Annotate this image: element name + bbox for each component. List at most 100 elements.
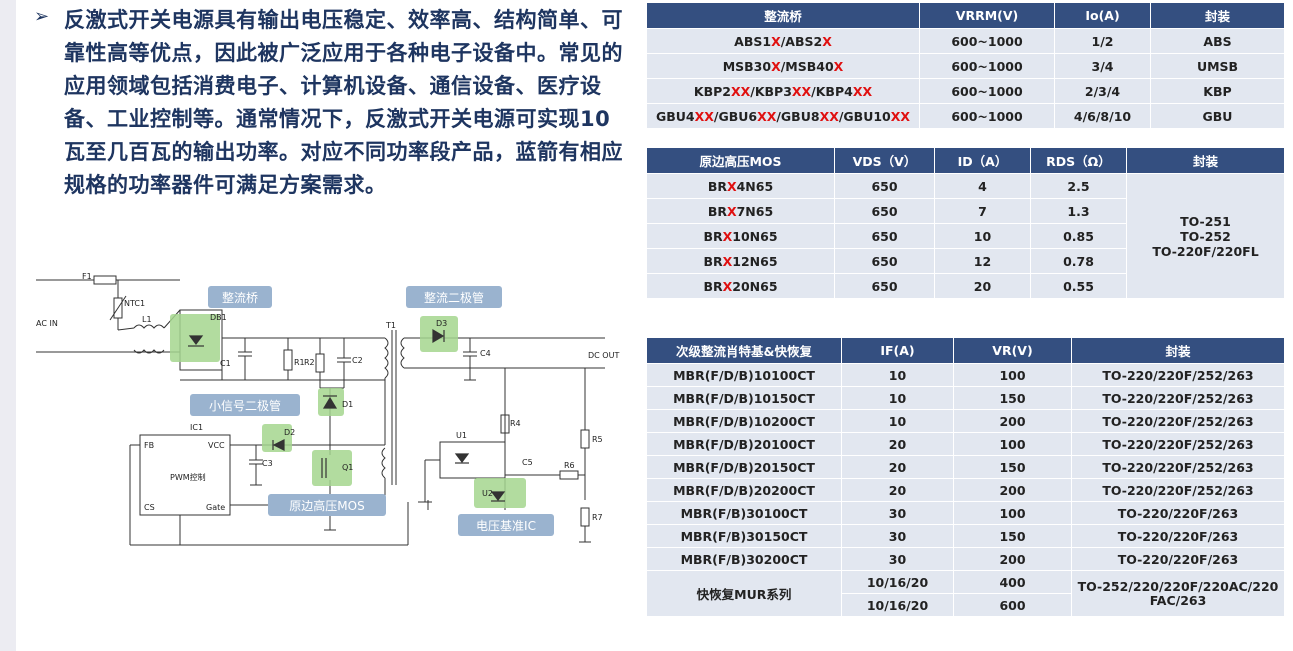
svg-text:R7: R7 (592, 513, 603, 522)
io-cell: 2/3/4 (1054, 78, 1151, 104)
rds-cell: 2.5 (1030, 173, 1127, 199)
col-header: 封装 (1126, 147, 1285, 174)
if-cell: 30 (841, 524, 954, 548)
vrrm-cell: 600~1000 (919, 28, 1055, 54)
if-cell: 10 (841, 409, 954, 433)
vr-cell: 200 (953, 409, 1072, 433)
svg-text:D2: D2 (284, 428, 295, 437)
rds-cell: 0.85 (1030, 223, 1127, 249)
vds-cell: 650 (834, 223, 935, 249)
svg-text:R2: R2 (304, 358, 315, 367)
part-variant-mark: XX (757, 108, 777, 124)
svg-text:C2: C2 (352, 356, 363, 365)
part-variant-mark: XX (791, 83, 812, 99)
vds-cell: 650 (834, 198, 935, 224)
vr-cell: 400 (953, 570, 1072, 594)
part-number-cell: MBR(F/D/B)20150CT (646, 455, 842, 479)
package-cell: UMSB (1150, 53, 1285, 79)
if-cell: 10 (841, 386, 954, 410)
callout-vref: 电压基准IC (476, 519, 536, 533)
part-text: BR (703, 278, 723, 294)
part-number-cell: 快恢复MUR系列 (646, 570, 842, 617)
id-cell: 7 (934, 198, 1031, 224)
part-text: GBU4 (655, 108, 695, 124)
part-text: BR (703, 253, 723, 269)
col-header: ID（A） (934, 147, 1031, 174)
part-text: 20N65 (732, 278, 778, 294)
part-number-cell: MBR(F/B)30200CT (646, 547, 842, 571)
svg-text:T1: T1 (385, 321, 396, 330)
col-header: 次级整流肖特基&快恢复 (646, 337, 842, 364)
if-cell: 30 (841, 547, 954, 571)
svg-text:Gate: Gate (206, 503, 225, 512)
package-cell: TO-220/220F/252/263 (1071, 432, 1285, 456)
vrrm-cell: 600~1000 (919, 78, 1055, 104)
part-number-cell: MBR(F/D/B)20100CT (646, 432, 842, 456)
col-header: Io(A) (1054, 2, 1151, 29)
vr-cell: 150 (953, 386, 1072, 410)
package-cell: TO-220/220F/263 (1071, 524, 1285, 548)
part-variant-mark: X (726, 203, 737, 219)
io-cell: 3/4 (1054, 53, 1151, 79)
vds-cell: 650 (834, 173, 935, 199)
package-cell: TO-220/220F/252/263 (1071, 478, 1285, 502)
if-cell: 10/16/20 (841, 593, 954, 617)
vrrm-cell: 600~1000 (919, 53, 1055, 79)
svg-text:C4: C4 (480, 349, 491, 358)
callout-bridge: 整流桥 (222, 290, 258, 305)
part-variant-mark: X (722, 278, 733, 294)
part-number-cell: MBR(F/B)30100CT (646, 501, 842, 525)
package-cell: TO-220/220F/263 (1071, 501, 1285, 525)
io-cell: 4/6/8/10 (1054, 103, 1151, 129)
svg-text:R1: R1 (294, 358, 305, 367)
col-header: 整流桥 (646, 2, 920, 29)
vr-cell: 100 (953, 363, 1072, 387)
package-cell: GBU (1150, 103, 1285, 129)
part-number-cell: BRX7N65 (646, 198, 835, 224)
part-variant-mark: X (822, 33, 832, 49)
package-cell: TO-252/220/220F/220AC/220FAC/263 (1071, 570, 1285, 617)
vr-cell: 100 (953, 501, 1072, 525)
part-text: 10N65 (732, 228, 778, 244)
part-text: 4N65 (736, 178, 774, 194)
part-text: /GBU10 (838, 108, 891, 124)
part-number-cell: MBR(F/D/B)10200CT (646, 409, 842, 433)
part-variant-mark: XX (819, 108, 839, 124)
svg-text:PWM控制: PWM控制 (170, 472, 206, 482)
label-dc-out: DC OUT (588, 351, 619, 360)
part-number-cell: KBP2XX/KBP3XX/KBP4XX (646, 78, 920, 104)
svg-text:C5: C5 (522, 458, 533, 467)
part-text: /MSB40 (780, 58, 834, 74)
if-cell: 10/16/20 (841, 570, 954, 594)
if-cell: 20 (841, 455, 954, 479)
part-text: 7N65 (736, 203, 774, 219)
svg-text:R4: R4 (510, 419, 521, 428)
vr-cell: 200 (953, 478, 1072, 502)
schottky-table: 次级整流肖特基&快恢复 IF(A) VR(V) 封装 MBR(F/D/B)101… (646, 337, 1285, 617)
col-header: 封装 (1071, 337, 1285, 364)
col-header: IF(A) (841, 337, 954, 364)
col-header: 原边高压MOS (646, 147, 835, 174)
part-number-cell: BRX4N65 (646, 173, 835, 199)
svg-text:R6: R6 (564, 461, 575, 470)
svg-text:FB: FB (144, 441, 154, 450)
col-header: VR(V) (953, 337, 1072, 364)
bullet-arrow-icon: ➢ (34, 6, 50, 27)
vds-cell: 650 (834, 273, 935, 299)
part-text: 12N65 (732, 253, 778, 269)
part-number-cell: MSB30X/MSB40X (646, 53, 920, 79)
intro-paragraph: 反激式开关电源具有输出电压稳定、效率高、结构简单、可靠性高等优点，因此被广泛应用… (64, 8, 623, 197)
part-text: /ABS2 (780, 33, 823, 49)
package-cell: KBP (1150, 78, 1285, 104)
part-variant-mark: X (833, 58, 844, 74)
part-text: MSB30 (722, 58, 772, 74)
